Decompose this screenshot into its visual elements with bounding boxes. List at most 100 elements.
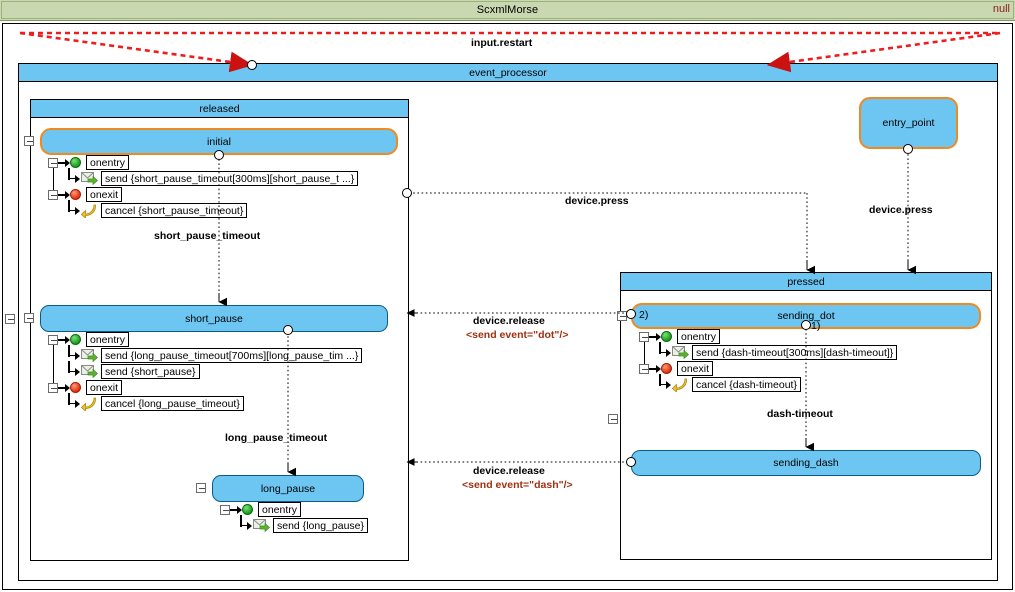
arrow-icon [649,364,661,373]
short_pause-label: short_pause [185,312,243,325]
onentry-icon [661,331,672,342]
long_pause-onentry-row[interactable]: onentry [220,502,302,517]
short_pause-onentry-row[interactable]: onentry [48,332,130,347]
onentry-icon [242,504,253,515]
pressed-label: pressed [787,275,825,288]
arrow-icon [230,505,242,514]
initial-send-action-text: send {short_pause_timeout[300ms][short_p… [101,171,359,186]
onexit-icon [70,189,81,200]
state-long_pause[interactable]: long_pause [212,475,364,502]
long_pause-onentry-action-0[interactable]: send {long_pause} [240,514,368,533]
sending_dot-badge-left: 2) [639,309,649,321]
onentry-icon [70,334,81,345]
expander-icon[interactable] [48,382,58,393]
sending_dot-onentry-label: onentry [677,329,721,344]
elbow-icon [68,199,81,218]
collapse-initial[interactable] [24,136,34,146]
state-initial[interactable]: initial [40,128,398,155]
short_pause-onentry-action-0[interactable]: send {long_pause_timeout[700ms][long_pau… [68,344,363,363]
window-titlebar: ScxmlMorse null [0,0,1015,21]
sending_dot-onentry-row[interactable]: onentry [639,329,721,344]
initial-onentry-action-0[interactable]: send {short_pause_timeout[300ms][short_p… [68,167,359,186]
state-entry_point[interactable]: entry_point [859,97,958,149]
state-sending_dot[interactable]: sending_dot [631,303,981,329]
initial-cancel-action-text: cancel {short_pause_timeout} [101,203,248,218]
elbow-icon [240,514,253,533]
short_pause-send-action-0-text: send {long_pause_timeout[700ms][long_pau… [101,348,363,363]
sending_dot-onexit-row[interactable]: onexit [639,361,714,376]
send-icon [81,364,98,378]
cancel-icon [672,378,687,392]
elbow-icon [68,167,81,186]
short_pause-onexit-action-0[interactable]: cancel {long_pause_timeout} [68,392,244,411]
transition-label-device-press-left: device.press [565,195,629,207]
onexit-icon [661,363,672,374]
collapse-sending_dot[interactable] [617,311,627,321]
short_pause-onexit-label: onexit [86,380,123,395]
elbow-icon [68,360,81,379]
window-right-label: null [992,3,1010,15]
arrow-icon [58,190,70,199]
expander-icon[interactable] [48,189,58,200]
entry_point-label: entry_point [882,117,935,129]
transition-label-short_pause_timeout: short_pause_timeout [154,230,261,242]
short_pause-send-action-1-text: send {short_pause} [101,364,200,379]
initial-onentry-label: onentry [86,155,130,170]
elbow-icon [68,344,81,363]
initial-onexit-action-0[interactable]: cancel {short_pause_timeout} [68,199,248,218]
state-short_pause[interactable]: short_pause [40,305,388,332]
initial-onexit-label: onexit [86,187,123,202]
event_processor-label: event_processor [469,66,547,79]
collapse-long_pause[interactable] [196,483,206,493]
collapse-pressed[interactable] [608,414,618,424]
send-icon [253,518,270,532]
initial-onentry-row[interactable]: onentry [48,155,130,170]
initial-label: initial [207,135,231,148]
event_processor-header: event_processor [19,64,997,82]
sending_dot-cancel-action-text: cancel {dash-timeout} [692,377,801,392]
sending_dot-onentry-action-0[interactable]: send {dash-timeout[300ms][dash-timeout]} [659,341,898,360]
sending_dot-label: sending_dot [777,310,835,322]
short_pause-onentry-action-1[interactable]: send {short_pause} [68,360,200,379]
elbow-icon [68,392,81,411]
collapse-short_pause[interactable] [24,313,34,323]
tree-spine-sending_dot [644,334,645,370]
transition-label-input-restart: input.restart [471,37,533,49]
transition-label-dash-timeout: dash-timeout [767,408,833,420]
arrow-icon [58,335,70,344]
tree-spine-initial [53,160,54,196]
send-icon [81,171,98,185]
short_pause-onentry-label: onentry [86,332,130,347]
released-label: released [199,102,240,115]
elbow-icon [659,341,672,360]
sending_dot-onexit-action-0[interactable]: cancel {dash-timeout} [659,373,801,392]
onexit-icon [70,382,81,393]
initial-onexit-row[interactable]: onexit [48,187,123,202]
transition-label-device-press-entry: device.press [869,204,933,216]
sending_dot-badge-right: 1) [811,320,821,332]
cancel-icon [81,204,96,218]
expander-icon[interactable] [639,363,649,374]
cancel-icon [81,397,96,411]
transition-label-long_pause_timeout: long_pause_timeout [225,432,328,444]
long_pause-send-action-text: send {long_pause} [273,518,368,533]
sending_dot-onexit-label: onexit [677,361,714,376]
pressed-header: pressed [621,273,991,291]
sending_dash-label: sending_dash [773,457,839,469]
expander-icon[interactable] [220,504,230,515]
short_pause-cancel-action-text: cancel {long_pause_timeout} [101,396,244,411]
expander-icon[interactable] [48,157,58,168]
long_pause-label: long_pause [260,482,316,495]
state-sending_dash[interactable]: sending_dash [631,450,981,476]
transition-action-send-dash: <send event="dash"/> [462,479,573,491]
transition-action-send-dot: <send event="dot"/> [466,329,569,341]
transition-label-device-release-dot: device.release [473,315,545,327]
collapse-event_processor[interactable] [5,314,15,324]
expander-icon[interactable] [48,334,58,345]
short_pause-onexit-row[interactable]: onexit [48,380,123,395]
tree-spine-short_pause [53,337,54,389]
window-title: ScxmlMorse [476,4,539,16]
expander-icon[interactable] [639,331,649,342]
long_pause-onentry-label: onentry [258,502,302,517]
